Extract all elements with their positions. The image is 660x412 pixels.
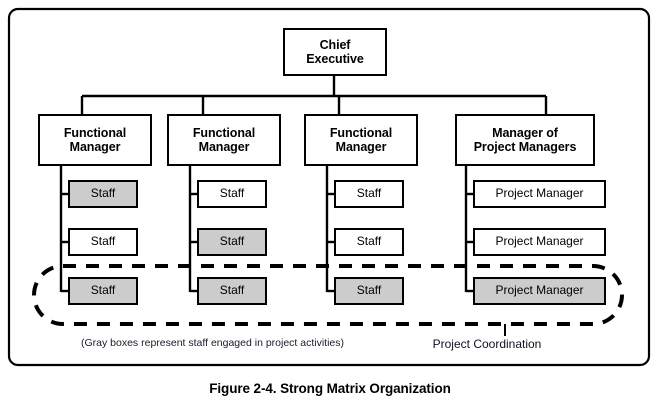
node-staff-c0-r1-label: Staff bbox=[90, 234, 116, 249]
node-staff-c1-r1[interactable]: Staff bbox=[197, 228, 267, 256]
node-chief-executive[interactable]: Chief Executive bbox=[283, 28, 387, 76]
node-functional-manager-0-line2: Manager bbox=[69, 140, 121, 154]
node-project-manager-c3-r0[interactable]: Project Manager bbox=[473, 180, 606, 208]
node-manager-of-project-managers-line2: Project Managers bbox=[473, 140, 577, 154]
node-staff-c1-r1-label: Staff bbox=[219, 234, 245, 249]
project-coordination-oval bbox=[32, 264, 624, 326]
node-project-manager-c3-r1-label: Project Manager bbox=[495, 234, 584, 249]
node-project-manager-c3-r1[interactable]: Project Manager bbox=[473, 228, 606, 256]
node-staff-c0-r2-label: Staff bbox=[90, 283, 116, 298]
figure-caption: Figure 2-4. Strong Matrix Organization bbox=[209, 381, 451, 396]
node-functional-manager-2-line2: Manager bbox=[335, 140, 387, 154]
gray-box-legend-note: (Gray boxes represent staff engaged in p… bbox=[81, 337, 345, 349]
figure-frame bbox=[7, 7, 651, 367]
node-functional-manager-1-line2: Manager bbox=[198, 140, 250, 154]
node-staff-c0-r0-label: Staff bbox=[90, 186, 116, 201]
project-coordination-label: Project Coordination bbox=[432, 337, 542, 351]
node-functional-manager-2[interactable]: Functional Manager bbox=[304, 114, 418, 166]
node-functional-manager-2-line1: Functional bbox=[329, 126, 393, 140]
node-functional-manager-1[interactable]: Functional Manager bbox=[167, 114, 281, 166]
node-staff-c0-r2[interactable]: Staff bbox=[68, 277, 138, 305]
node-functional-manager-1-line1: Functional bbox=[192, 126, 256, 140]
node-staff-c1-r0-label: Staff bbox=[219, 186, 245, 201]
node-staff-c1-r2[interactable]: Staff bbox=[197, 277, 267, 305]
node-staff-c0-r0[interactable]: Staff bbox=[68, 180, 138, 208]
node-functional-manager-0[interactable]: Functional Manager bbox=[38, 114, 152, 166]
node-staff-c1-r2-label: Staff bbox=[219, 283, 245, 298]
node-manager-of-project-managers[interactable]: Manager of Project Managers bbox=[455, 114, 595, 166]
node-project-manager-c3-r2[interactable]: Project Manager bbox=[473, 277, 606, 305]
node-chief-executive-line1: Chief bbox=[319, 38, 351, 52]
node-staff-c2-r0-label: Staff bbox=[356, 186, 382, 201]
node-staff-c2-r2[interactable]: Staff bbox=[334, 277, 404, 305]
node-manager-of-project-managers-line1: Manager of bbox=[492, 126, 558, 140]
node-staff-c2-r0[interactable]: Staff bbox=[334, 180, 404, 208]
node-staff-c0-r1[interactable]: Staff bbox=[68, 228, 138, 256]
node-staff-c1-r0[interactable]: Staff bbox=[197, 180, 267, 208]
node-functional-manager-0-line1: Functional bbox=[63, 126, 127, 140]
node-project-manager-c3-r0-label: Project Manager bbox=[495, 186, 584, 201]
node-staff-c2-r1[interactable]: Staff bbox=[334, 228, 404, 256]
node-staff-c2-r2-label: Staff bbox=[356, 283, 382, 298]
node-project-manager-c3-r2-label: Project Manager bbox=[495, 283, 584, 298]
node-chief-executive-line2: Executive bbox=[306, 52, 364, 66]
node-staff-c2-r1-label: Staff bbox=[356, 234, 382, 249]
